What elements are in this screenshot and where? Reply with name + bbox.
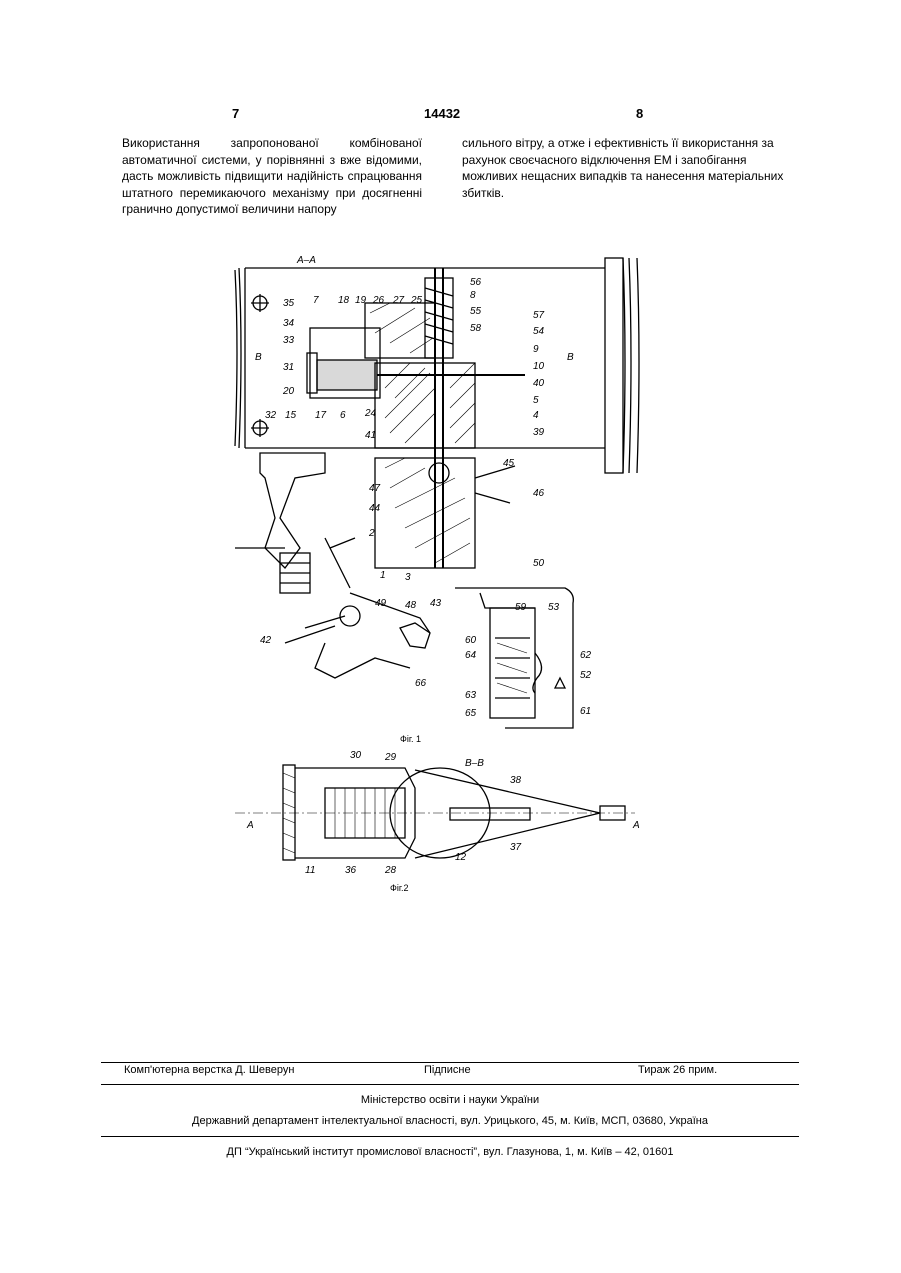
section-bb-label: В–В: [465, 758, 484, 769]
imprint-signed: Підписне: [424, 1064, 471, 1076]
text-column-right: сильного вітру, а отже і ефективність її…: [462, 135, 787, 201]
arrow-label-a-left: А: [246, 820, 254, 831]
ref-number: 64: [465, 650, 477, 661]
ref-number: 38: [510, 775, 522, 786]
ref-number: 52: [580, 670, 592, 681]
ref-number: 17: [315, 410, 327, 421]
ref-number: 43: [430, 598, 442, 609]
ref-number: 34: [283, 318, 295, 329]
ref-number: 47: [369, 483, 381, 494]
ref-number: 11: [305, 865, 315, 876]
divider: [101, 1136, 799, 1137]
imprint-layout: Комп'ютерна верстка Д. Шеверун: [124, 1064, 294, 1076]
ref-number: 55: [470, 306, 482, 317]
ref-number: 3: [405, 572, 411, 583]
ref-number: 7: [313, 295, 319, 306]
ref-number: 31: [283, 362, 294, 373]
ref-number: 27: [392, 295, 405, 306]
ref-number: 40: [533, 378, 545, 389]
ref-number: 32: [265, 410, 277, 421]
arrow-label-b-left: В: [255, 352, 262, 363]
ref-number: 35: [283, 298, 295, 309]
ref-number: 49: [375, 598, 387, 609]
ref-number: 63: [465, 690, 477, 701]
ref-number: 30: [350, 750, 362, 761]
ref-number: 1: [380, 570, 386, 581]
ref-number: 28: [384, 865, 397, 876]
ref-number: 58: [470, 323, 482, 334]
ref-number: 44: [369, 503, 381, 514]
text-column-left: Використання запропонованої комбінованої…: [122, 135, 422, 218]
divider: [101, 1062, 799, 1063]
page-number-right: 8: [636, 106, 643, 121]
patent-number: 14432: [424, 106, 460, 121]
arrow-label-b-right: В: [567, 352, 574, 363]
ref-number: 9: [533, 344, 539, 355]
ref-number: 41: [365, 430, 376, 441]
ref-number: 39: [533, 427, 545, 438]
arrow-label-a-right: А: [632, 820, 640, 831]
ref-number: 54: [533, 326, 545, 337]
ref-number: 4: [533, 410, 539, 421]
ref-number: 60: [465, 635, 477, 646]
ref-number: 8: [470, 290, 476, 301]
ref-number: 25: [410, 295, 423, 306]
ref-number: 10: [533, 361, 545, 372]
ref-number: 36: [345, 865, 357, 876]
imprint-ministry: Міністерство освіти і науки України: [101, 1094, 799, 1106]
ref-number: 33: [283, 335, 295, 346]
ref-number: 18: [338, 295, 350, 306]
ref-number: 65: [465, 708, 477, 719]
ref-number: 61: [580, 706, 591, 717]
ref-number: 2: [368, 528, 375, 539]
fig2-caption: Фіг.2: [390, 883, 409, 893]
fig1-caption: Фіг. 1: [400, 734, 421, 744]
ref-number: 45: [503, 458, 515, 469]
ref-number: 24: [364, 408, 377, 419]
imprint-department: Державний департамент інтелектуальної вл…: [101, 1115, 799, 1127]
ref-number: 42: [260, 635, 272, 646]
ref-number: 5: [533, 395, 539, 406]
ref-number: 57: [533, 310, 545, 321]
ref-number: 46: [533, 488, 545, 499]
ref-number: 56: [470, 277, 482, 288]
page-number-left: 7: [232, 106, 239, 121]
ref-number: 37: [510, 842, 522, 853]
ref-number: 48: [405, 600, 417, 611]
imprint-print-run: Тираж 26 прим.: [638, 1064, 717, 1076]
ref-number: 62: [580, 650, 592, 661]
divider: [101, 1084, 799, 1085]
ref-number: 20: [282, 386, 295, 397]
ref-number: 12: [455, 852, 467, 863]
ref-number: 50: [533, 558, 545, 569]
section-aa-label: А–А: [296, 255, 316, 266]
ref-number: 19: [355, 295, 367, 306]
ref-number: 59: [515, 602, 527, 613]
imprint-institute: ДП “Український інститут промислової вла…: [101, 1146, 799, 1158]
ref-number: 26: [372, 295, 385, 306]
ref-number: 15: [285, 410, 297, 421]
patent-drawing: А–А В–В Фіг. 1 Фіг.2 В В А А 35 7 18 19 …: [225, 248, 675, 908]
ref-number: 53: [548, 602, 560, 613]
ref-number: 29: [384, 752, 397, 763]
ref-number: 66: [415, 678, 427, 689]
ref-number: 6: [340, 410, 346, 421]
